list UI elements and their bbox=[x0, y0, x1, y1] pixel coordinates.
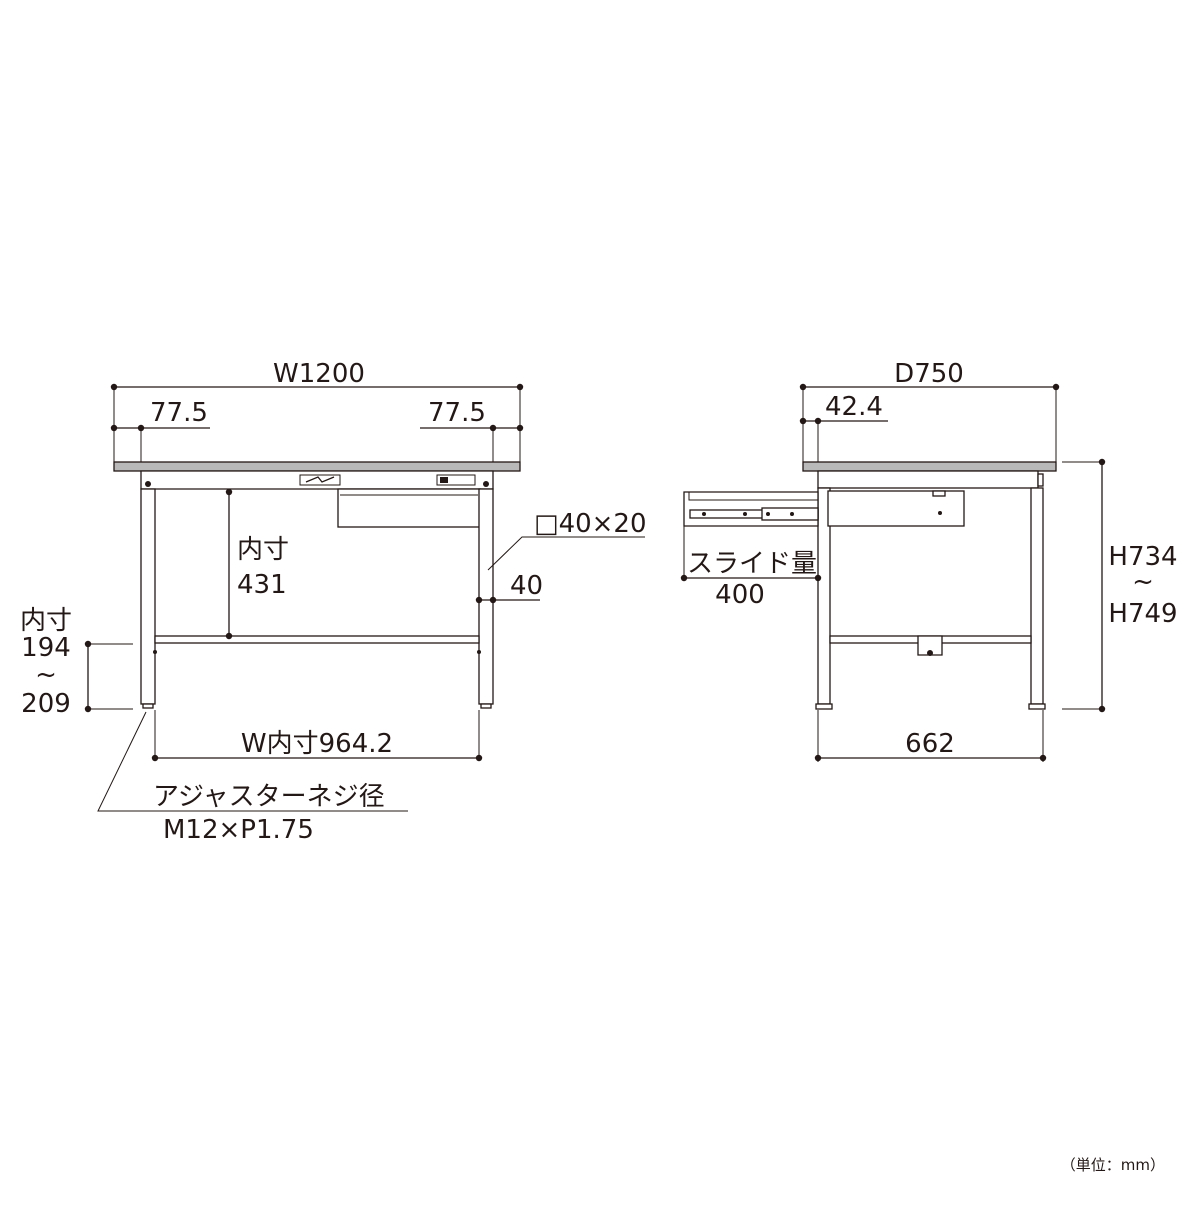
frame-width-dimension: 40 bbox=[475, 571, 543, 604]
lower-inner-dimension: 内寸 194 ~ 209 bbox=[20, 606, 133, 719]
slide-dimension: スライド量 400 bbox=[680, 526, 822, 610]
left-offset-label: 77.5 bbox=[150, 398, 208, 428]
front-tabletop bbox=[113, 461, 521, 472]
slide-rail bbox=[683, 491, 819, 527]
right-adjuster-foot bbox=[480, 703, 492, 709]
inner-height-dimension: 内寸 431 bbox=[225, 488, 289, 640]
front-width-label: W1200 bbox=[273, 359, 365, 389]
inner-height-value: 431 bbox=[237, 570, 287, 600]
side-tabletop bbox=[802, 461, 1057, 472]
height-tilde: ~ bbox=[1132, 567, 1154, 597]
adjuster-spec: M12×P1.75 bbox=[163, 815, 314, 845]
inner-width-dimension: W内寸964.2 bbox=[151, 710, 483, 762]
lower-inner-max: 209 bbox=[21, 689, 71, 719]
frame-section-callout: □40×20 bbox=[487, 509, 647, 571]
depth-label: D750 bbox=[894, 359, 964, 389]
lower-inner-min: 194 bbox=[21, 633, 71, 663]
side-front-foot bbox=[815, 703, 833, 710]
side-rear-leg bbox=[1030, 487, 1044, 705]
left-adjuster-foot bbox=[142, 703, 154, 709]
side-drawer bbox=[827, 490, 965, 527]
lower-inner-label: 内寸 bbox=[20, 606, 72, 636]
slide-value: 400 bbox=[715, 580, 765, 610]
brand-logo bbox=[299, 474, 341, 486]
front-offset-label: 42.4 bbox=[825, 392, 883, 422]
height-dimension: H734 ~ H749 bbox=[1062, 458, 1178, 713]
front-width-dimension: W1200 bbox=[110, 359, 524, 462]
inner-width-label: W内寸964.2 bbox=[241, 729, 393, 759]
front-lower-crossbar bbox=[154, 635, 480, 644]
adjuster-label: アジャスターネジ径 bbox=[153, 782, 385, 812]
unit-note: （単位：mm） bbox=[1061, 1156, 1165, 1174]
side-view: D750 42.4 bbox=[680, 359, 1178, 762]
height-min: H734 bbox=[1108, 542, 1177, 572]
side-rear-foot bbox=[1028, 703, 1046, 710]
front-view: W1200 77.5 77.5 bbox=[20, 359, 647, 845]
inner-height-label: 内寸 bbox=[237, 535, 289, 565]
frame-section-label: □40×20 bbox=[534, 509, 647, 539]
front-right-leg bbox=[478, 488, 494, 705]
height-max: H749 bbox=[1108, 599, 1177, 629]
slide-label: スライド量 bbox=[687, 549, 817, 579]
leg-span-label: 662 bbox=[905, 729, 955, 759]
frame-width-label: 40 bbox=[510, 571, 543, 601]
label-plate bbox=[436, 474, 476, 486]
leg-span-dimension: 662 bbox=[814, 710, 1047, 762]
lower-inner-tilde: ~ bbox=[35, 660, 57, 690]
front-left-leg bbox=[140, 488, 156, 705]
front-offset-dimension: 42.4 bbox=[799, 392, 888, 470]
depth-dimension: D750 bbox=[799, 359, 1060, 462]
front-offset-dimensions: 77.5 77.5 bbox=[110, 398, 524, 470]
right-offset-label: 77.5 bbox=[428, 398, 486, 428]
adjuster-callout: アジャスターネジ径 M12×P1.75 bbox=[97, 711, 408, 845]
side-apron bbox=[817, 470, 1039, 489]
